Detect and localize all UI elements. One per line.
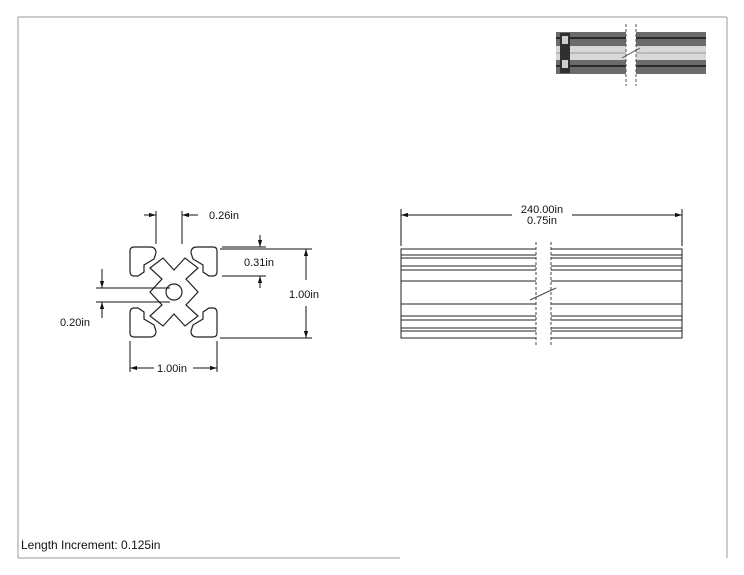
profile-cross-section [129,246,218,338]
dim-side-height-label: 1.00in [289,289,319,301]
dim-side-height [220,248,312,339]
dim-profile-width-label: 0.75in [527,215,557,227]
dim-slot-width-label: 0.26in [209,210,239,222]
dim-side-width-label: 1.00in [157,363,187,375]
dim-center-hole [96,269,170,318]
dim-slot-depth-label: 0.31in [244,257,274,269]
dim-slot-depth [222,235,266,288]
side-view-break [529,242,557,346]
length-increment-note: Length Increment: 0.125in [21,538,161,552]
isometric-thumbnail [556,24,706,86]
dim-side-width [129,341,218,372]
sheet-border [17,16,728,559]
dim-length-label: 240.00in [521,204,563,216]
dim-slot-width [144,211,198,244]
dim-center-hole-label: 0.20in [60,317,90,329]
dim-length [400,209,683,246]
